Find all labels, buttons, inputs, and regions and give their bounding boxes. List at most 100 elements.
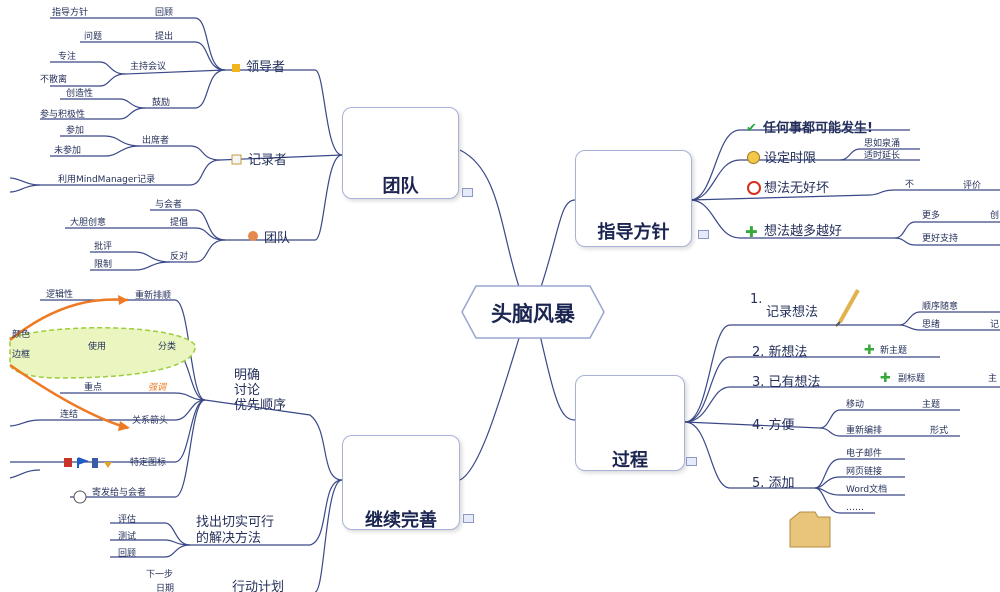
leader-raise[interactable]: 提出 [155,32,174,42]
process-add-email[interactable]: 电子邮件 [846,449,883,459]
guidelines-node-label: 指导方针 [597,222,670,243]
process-move[interactable]: 移动 [846,400,865,410]
no-sign-icon [747,181,761,195]
team-collapse-toggle[interactable] [462,188,473,197]
red-marker-icon [64,458,72,467]
refine-next-step[interactable]: 下一步 [146,570,174,580]
refine-clarify-1[interactable]: 明确 [234,368,261,383]
refine-cut[interactable]: 日期 [156,584,175,592]
plus-icon-2: ✚ [864,343,875,358]
team-restrict[interactable]: 限制 [94,260,113,270]
process-record-cut[interactable]: 记 [990,320,1000,330]
process-new-topic[interactable]: 新主题 [880,346,908,356]
process-record-num: 1. [750,292,763,307]
guide-anything[interactable]: 任何事都可能发生! [763,121,873,136]
person-icon [248,231,258,241]
process-add[interactable]: 5. 添加 [752,476,795,491]
center-node[interactable]: 头脑风暴 [462,286,604,338]
process-theme[interactable]: 主题 [922,400,941,410]
team-bold[interactable]: 大胆创意 [70,218,107,228]
leader-active[interactable]: 参与积极性 [40,110,86,120]
recorder-absent[interactable]: 未参加 [54,146,82,156]
process-record[interactable]: 记录想法 [766,305,819,320]
center-node-label: 头脑风暴 [491,302,575,326]
refine-reorder[interactable]: 重新排顺 [135,291,172,301]
team-propose[interactable]: 提倡 [170,218,189,228]
note-icon [231,154,242,165]
refine-classify[interactable]: 分类 [158,342,177,352]
refine-feasible-2[interactable]: 的解决方法 [196,531,262,546]
team-node[interactable]: 团队 [342,107,459,199]
refine-clarify-3[interactable]: 优先顺序 [234,398,287,413]
guide-more-more[interactable]: 更多 [922,211,941,221]
guide-more-better[interactable]: 更好支持 [922,234,959,244]
process-record-order[interactable]: 顺序随意 [922,302,959,312]
refine-marker[interactable]: 特定图标 [130,458,167,468]
leader-encourage[interactable]: 鼓励 [152,98,171,108]
process-collapse-toggle[interactable] [686,457,697,466]
leader-host[interactable]: 主持会议 [130,62,167,72]
refine-arrow[interactable]: 关系箭头 [132,416,169,426]
team-sub-label[interactable]: 团队 [264,231,291,246]
refine-test[interactable]: 测试 [118,532,137,542]
leader-problem[interactable]: 问题 [84,32,103,42]
refine-key[interactable]: 重点 [84,383,103,393]
refine-emphasis[interactable]: 强调 [148,383,167,393]
guide-timebox-b[interactable]: 适时延长 [864,151,901,161]
leader-label[interactable]: 领导者 [246,60,286,75]
guide-judge[interactable]: 评价 [963,181,982,191]
plus-icon-3: ✚ [880,371,891,386]
refine-node-label: 继续完善 [365,510,437,531]
leader-focus[interactable]: 专注 [58,52,77,62]
checkmark-icon: ✔ [746,121,757,136]
leader-review[interactable]: 回顾 [155,8,174,18]
refine-collapse-toggle[interactable] [463,514,474,523]
plus-icon: ✚ [745,223,758,241]
guide-no-bad[interactable]: 想法无好坏 [764,181,830,196]
process-add-link[interactable]: 网页链接 [846,467,883,477]
process-form[interactable]: 形式 [930,426,949,436]
refine-action[interactable]: 行动计划 [232,580,285,592]
guide-no[interactable]: 不 [905,180,915,190]
team-oppose[interactable]: 反对 [170,252,189,262]
leader-guide[interactable]: 指导方针 [52,8,89,18]
guidelines-collapse-toggle[interactable] [698,230,709,239]
recorder-attendance[interactable]: 出席者 [142,136,170,146]
leader-creative[interactable]: 创造性 [66,89,94,99]
process-existing-cut[interactable]: 主 [988,374,998,384]
team-participants[interactable]: 与会者 [155,200,183,210]
guide-more[interactable]: 想法越多越好 [764,224,843,239]
refine-review[interactable]: 回顾 [118,549,137,559]
refine-feasible-1[interactable]: 找出切实可行 [196,515,275,530]
question-icon: ? [621,166,638,199]
recorder-mm[interactable]: 利用MindManager记录 [58,175,156,185]
guide-more-cut[interactable]: 创 [990,211,1000,221]
process-add-etc[interactable]: …… [846,503,864,513]
refine-clarify-2[interactable]: 讨论 [234,383,261,398]
thumb-icon [232,64,240,72]
refine-color[interactable]: 颜色 [12,330,31,340]
refine-evaluate[interactable]: 评估 [118,515,137,525]
process-existing-subtitle[interactable]: 副标题 [898,374,926,384]
recorder-label[interactable]: 记录者 [248,153,288,168]
refine-border[interactable]: 边框 [12,350,31,360]
refine-logic[interactable]: 逻辑性 [46,290,74,300]
team-criticize[interactable]: 批评 [94,242,113,252]
leader-no-tangent[interactable]: 不散离 [40,75,68,85]
process-rearrange[interactable]: 重新编排 [846,426,883,436]
process-node[interactable]: 过程 [575,375,685,471]
guide-timebox-a[interactable]: 思如泉涌 [864,139,901,149]
process-new-idea[interactable]: 2. 新想法 [752,345,808,360]
process-add-word[interactable]: Word文档 [846,485,888,495]
process-convenient[interactable]: 4. 方便 [752,418,795,433]
refine-node[interactable]: 继续完善 [342,435,460,531]
guide-timebox[interactable]: 设定时限 [764,151,817,166]
refine-send[interactable]: 寄发给与会者 [92,488,147,498]
process-record-thought[interactable]: 思绪 [922,320,941,330]
guidelines-node[interactable]: 指导方针 [575,150,692,247]
refine-link[interactable]: 连结 [60,410,79,420]
refine-use[interactable]: 使用 [88,342,107,352]
recorder-attend[interactable]: 参加 [66,126,85,136]
process-existing[interactable]: 3. 已有想法 [752,375,821,390]
clock-icon [747,151,760,164]
